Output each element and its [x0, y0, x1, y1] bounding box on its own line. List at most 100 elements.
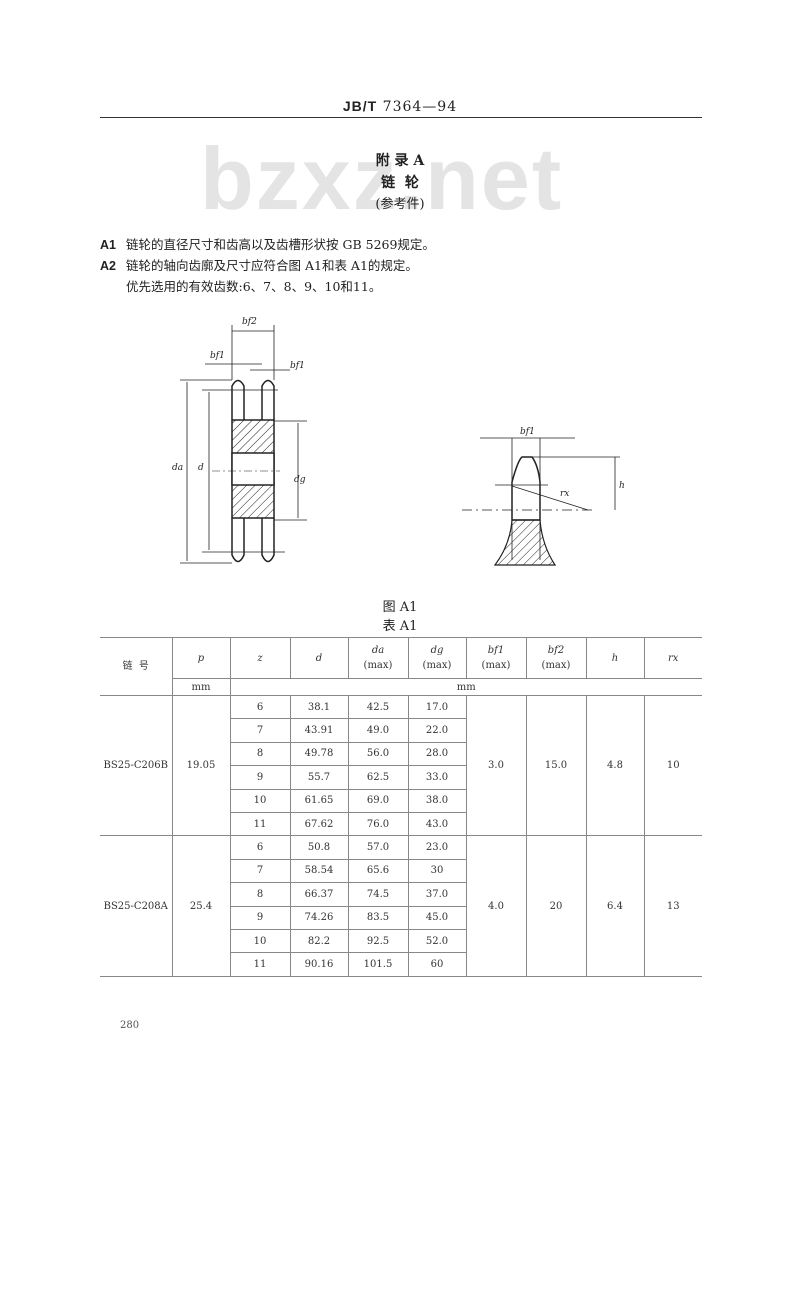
label-bf1-right: bf1 [290, 361, 305, 371]
figure-a1-sprocket-drawing: bf2 bf1 bf1 da d dg bf1 rx h [172, 317, 625, 566]
cell-z: 9 [230, 765, 291, 790]
cell-z: 10 [230, 788, 291, 813]
paragraph-number: A1 [100, 238, 116, 252]
column-header: da(max) [347, 637, 409, 679]
column-header: h [585, 637, 645, 679]
cell-z: 11 [230, 952, 291, 977]
label-rx: rx [560, 489, 569, 499]
cell-rx: 10 [643, 694, 702, 837]
appendix-title: 附 录 A [375, 153, 425, 169]
cell-bf1: 3.0 [465, 694, 527, 837]
cell-z: 7 [230, 858, 291, 884]
label-d: d [198, 463, 204, 473]
std-prefix: JB/T [342, 98, 378, 114]
cell-z: 10 [230, 928, 291, 954]
cell-bf1: 4.0 [465, 835, 527, 977]
cell-d: 67.62 [289, 811, 349, 837]
cell-da: 101.5 [347, 952, 409, 977]
cell-dg: 17.0 [407, 694, 467, 720]
cell-z: 6 [229, 835, 291, 860]
unit-p: mm [172, 678, 231, 696]
cell-dg: 52.0 [407, 928, 466, 954]
column-header-symbol: 链 号 [122, 661, 149, 672]
column-header: bf2 (max) [525, 637, 587, 679]
cell-dg: 28.0 [407, 741, 466, 767]
cell-h: 6.4 [585, 835, 645, 977]
cell-da: 92.5 [347, 928, 409, 954]
column-header: p [171, 637, 231, 679]
cell-d: 82.2 [289, 928, 349, 954]
column-header-sub: (max) [422, 660, 452, 671]
cell-dg: 38.0 [407, 788, 466, 813]
header-rule [100, 117, 702, 118]
table-caption: 表 A1 [382, 619, 418, 634]
cell-da: 76.0 [347, 811, 409, 837]
cell-dg: 30 [407, 858, 466, 884]
cell-d: 50.8 [289, 835, 349, 860]
cell-chain-no: BS25-C208A [100, 835, 173, 977]
column-header: bf1 (max) [465, 637, 527, 679]
cell-da: 42.5 [347, 694, 409, 720]
column-header-sub: (max) [541, 660, 571, 671]
cell-z: 7 [230, 718, 291, 743]
column-header-symbol: da [371, 645, 385, 656]
label-bf1-left: bf1 [210, 351, 225, 361]
paragraph-text: 链轮的直径尺寸和齿高以及齿槽形状按 GB 5269规定。 [126, 237, 435, 252]
paragraph-text: 链轮的轴向齿廓及尺寸应符合图 A1和表 A1的规定。 [126, 258, 418, 273]
cell-chain-no: BS25-C206B [100, 694, 173, 837]
column-header-symbol: bf1 [487, 645, 505, 656]
label-bf1-detail: bf1 [520, 427, 535, 437]
cell-da: 83.5 [347, 905, 409, 930]
cell-d: 49.78 [289, 741, 349, 767]
cell-z: 8 [230, 882, 291, 907]
label-h: h [619, 481, 625, 491]
paragraph-text: 优先选用的有效齿数:6、7、8、9、10和11。 [126, 279, 382, 294]
column-header-symbol: h [611, 652, 619, 664]
cell-d: 43.91 [289, 718, 349, 743]
paragraph-preferred-teeth: 优先选用的有效齿数:6、7、8、9、10和11。 [100, 276, 381, 295]
watermark: bzxz.net [200, 129, 564, 228]
column-header-symbol: bf2 [547, 645, 565, 656]
column-header-symbol: p [197, 652, 205, 664]
cell-da: 56.0 [347, 741, 409, 767]
appendix-subtitle: 链 轮 [381, 175, 419, 191]
cell-dg: 43.0 [407, 811, 466, 837]
column-header: dg(max) [407, 637, 467, 679]
cell-dg: 33.0 [407, 765, 466, 790]
cell-rx: 13 [643, 835, 702, 977]
paragraph-a1: A1 链轮的直径尺寸和齿高以及齿槽形状按 GB 5269规定。 [100, 234, 435, 253]
cell-da: 74.5 [347, 882, 409, 907]
standard-header: JB/T 7364—94 [0, 98, 800, 115]
cell-da: 62.5 [347, 765, 409, 790]
cell-p: 19.05 [171, 694, 231, 837]
column-header-sub: (max) [481, 660, 511, 671]
cell-dg: 22.0 [407, 718, 466, 743]
cell-p: 25.4 [171, 835, 231, 977]
cell-dg: 45.0 [407, 905, 466, 930]
cell-z: 6 [229, 694, 291, 720]
cell-z: 8 [230, 741, 291, 767]
cell-d: 66.37 [289, 882, 349, 907]
cell-dg: 60 [407, 952, 466, 977]
cell-dg: 23.0 [407, 835, 467, 860]
column-header: 链 号 [100, 637, 173, 696]
sprocket-section-view [180, 325, 307, 564]
column-header-symbol: d [315, 652, 323, 664]
std-number: 7364—94 [382, 99, 458, 115]
figure-caption: 图 A1 [382, 600, 418, 615]
cell-da: 49.0 [347, 718, 409, 743]
cell-d: 90.16 [289, 952, 349, 977]
cell-bf2: 20 [525, 835, 587, 977]
column-header-symbol: z [257, 652, 263, 664]
page-number: 280 [120, 1020, 140, 1031]
